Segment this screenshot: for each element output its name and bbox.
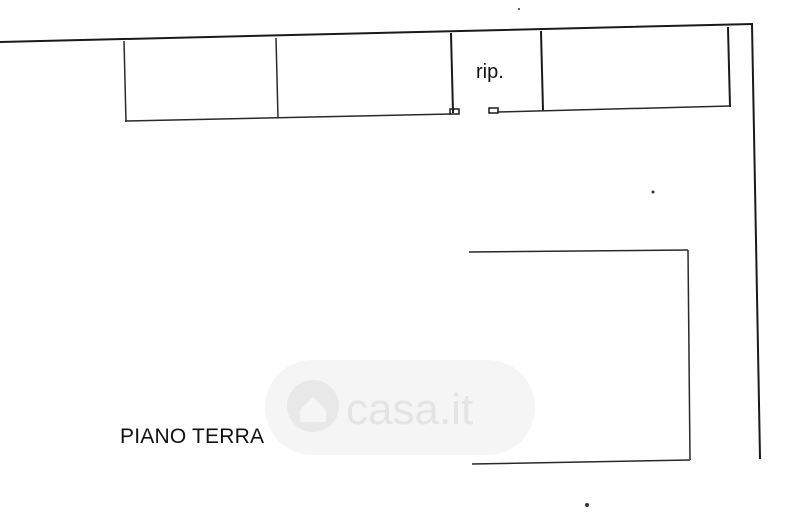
main-room-outline bbox=[468, 249, 691, 465]
rip-wall-right bbox=[539, 30, 545, 112]
scan-speck bbox=[651, 190, 655, 194]
room-divider-1 bbox=[123, 40, 127, 123]
scan-speck bbox=[518, 8, 520, 10]
door-jamb-right bbox=[488, 107, 499, 114]
watermark: casa.it bbox=[265, 360, 535, 455]
watermark-backdrop bbox=[265, 360, 535, 455]
scan-speck bbox=[585, 503, 589, 507]
main-room-top-wall bbox=[468, 249, 689, 253]
room-label-rip: rip. bbox=[476, 61, 504, 83]
exterior-wall-right bbox=[750, 22, 762, 460]
rooms-bottom-wall-right bbox=[496, 105, 731, 113]
door-jamb-left bbox=[449, 108, 460, 115]
main-room-right-wall bbox=[687, 249, 691, 461]
room-divider-2 bbox=[275, 37, 279, 119]
exterior-wall-top bbox=[0, 22, 754, 44]
upper-rooms bbox=[123, 30, 731, 123]
main-room-bottom-wall bbox=[471, 459, 691, 465]
floor-label: PIANO TERRA bbox=[120, 425, 264, 448]
rip-wall-left bbox=[449, 32, 455, 114]
right-wall-inner-upper bbox=[726, 26, 732, 108]
watermark-house-icon bbox=[287, 380, 339, 432]
watermark-text: casa.it bbox=[346, 385, 473, 434]
rooms-bottom-wall-left bbox=[124, 113, 452, 122]
